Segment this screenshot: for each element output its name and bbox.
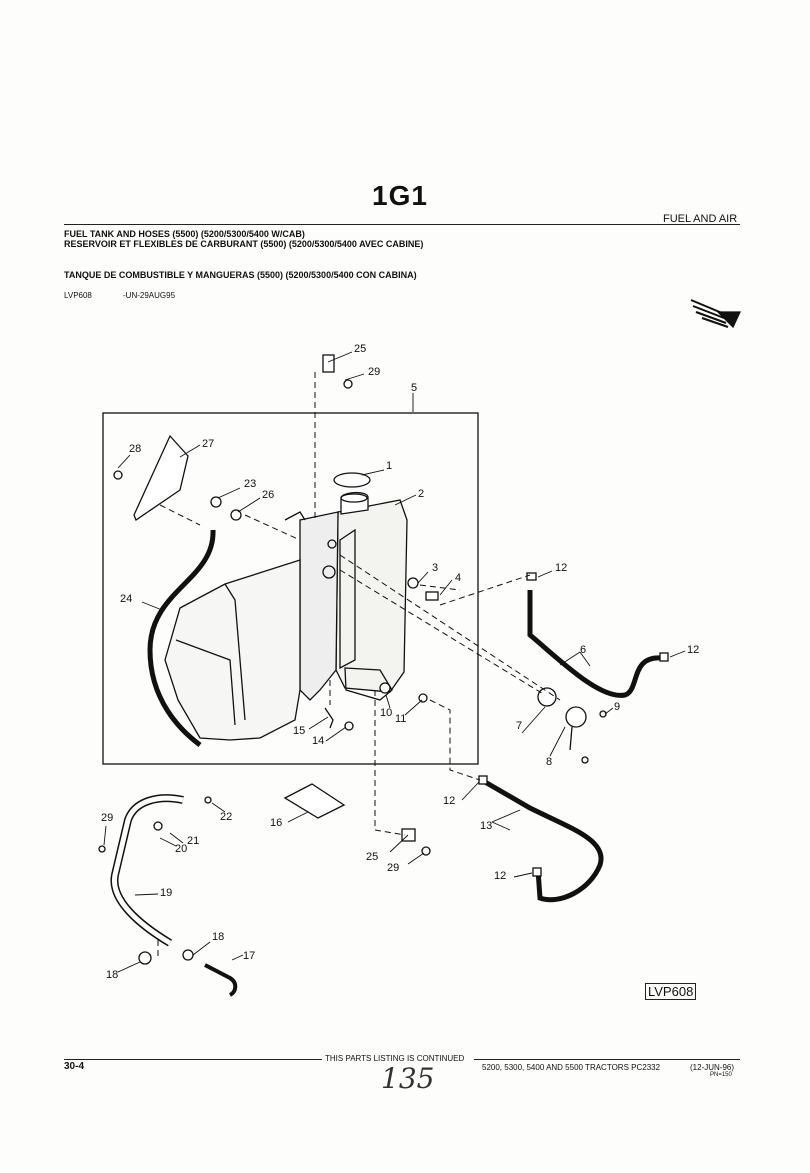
callout-19: 19 (160, 887, 173, 899)
assembly-frame (102, 412, 479, 765)
callout-25-bottom: 25 (366, 851, 379, 863)
callout-29-bottom: 29 (387, 862, 400, 874)
callout-5: 5 (411, 382, 418, 394)
hose-24-shape (147, 529, 216, 747)
fuel-cap-shape (333, 472, 371, 488)
callout-6: 6 (580, 644, 587, 656)
fuel-tank-shape (164, 491, 408, 741)
bracket-27-shape (133, 434, 189, 521)
callout-29-left: 29 (101, 812, 114, 824)
illustration-ref-date: -UN-29AUG95 (123, 291, 176, 300)
section-name: FUEL AND AIR (663, 213, 738, 225)
illustration-ref-id: LVP608 (64, 291, 92, 300)
callout-14: 14 (312, 735, 325, 747)
callout-21: 21 (187, 835, 200, 847)
callout-24: 24 (120, 593, 133, 605)
callout-1: 1 (386, 460, 393, 472)
callout-23: 23 (244, 478, 257, 490)
callout-29-top: 29 (368, 366, 381, 378)
page-number: 30-4 (64, 1061, 85, 1072)
page-code: 1G1 (372, 180, 428, 211)
page-pn: PN=150 (710, 1072, 732, 1078)
fitting-17-shape (204, 963, 238, 997)
callout-17: 17 (243, 950, 256, 962)
callout-4: 4 (455, 572, 462, 584)
callout-15: 15 (293, 725, 306, 737)
callout-16: 16 (270, 817, 283, 829)
callout-20: 20 (175, 843, 188, 855)
callout-25-top: 25 (354, 343, 367, 355)
callout-18-right: 18 (212, 931, 225, 943)
callout-3: 3 (432, 562, 439, 574)
continued-note: THIS PARTS LISTING IS CONTINUED (325, 1054, 465, 1063)
title-french: RESERVOIR ET FLEXIBLES DE CARBURANT (550… (64, 239, 424, 249)
callout-12-bottom: 12 (494, 870, 507, 882)
models-line: 5200, 5300, 5400 AND 5500 TRACTORS PC233… (482, 1063, 661, 1072)
callout-13: 13 (480, 820, 493, 832)
callout-12-right: 12 (687, 644, 700, 656)
callout-22: 22 (220, 811, 233, 823)
callout-18-left: 18 (106, 969, 119, 981)
direction-arrow-icon (690, 299, 742, 329)
callout-27: 27 (202, 438, 215, 450)
callout-9: 9 (614, 701, 621, 713)
callout-7: 7 (516, 720, 523, 732)
hose-13-shape (483, 779, 604, 903)
tube-19-shape (110, 794, 184, 947)
handwritten-number: 135 (381, 1062, 435, 1095)
title-spanish: TANQUE DE COMBUSTIBLE Y MANGUERAS (5500)… (64, 270, 417, 280)
title-english: FUEL TANK AND HOSES (5500) (5200/5300/54… (64, 229, 305, 239)
callout-12-top: 12 (555, 562, 568, 574)
callout-28: 28 (129, 443, 142, 455)
footer-rule-left (64, 1059, 322, 1060)
callout-2: 2 (418, 488, 425, 500)
callout-26: 26 (262, 489, 275, 501)
pad-16-shape (283, 783, 346, 819)
revision-date: (12-JUN-96) (690, 1063, 735, 1072)
illustration-label: LVP608 (645, 983, 697, 1000)
header-rule (64, 224, 740, 225)
callout-12-lower: 12 (443, 795, 456, 807)
callout-8: 8 (546, 756, 553, 768)
footer-rule-right (474, 1059, 740, 1060)
callout-11: 11 (395, 713, 407, 725)
hose-6-shape (527, 590, 663, 698)
callout-10: 10 (380, 707, 393, 719)
